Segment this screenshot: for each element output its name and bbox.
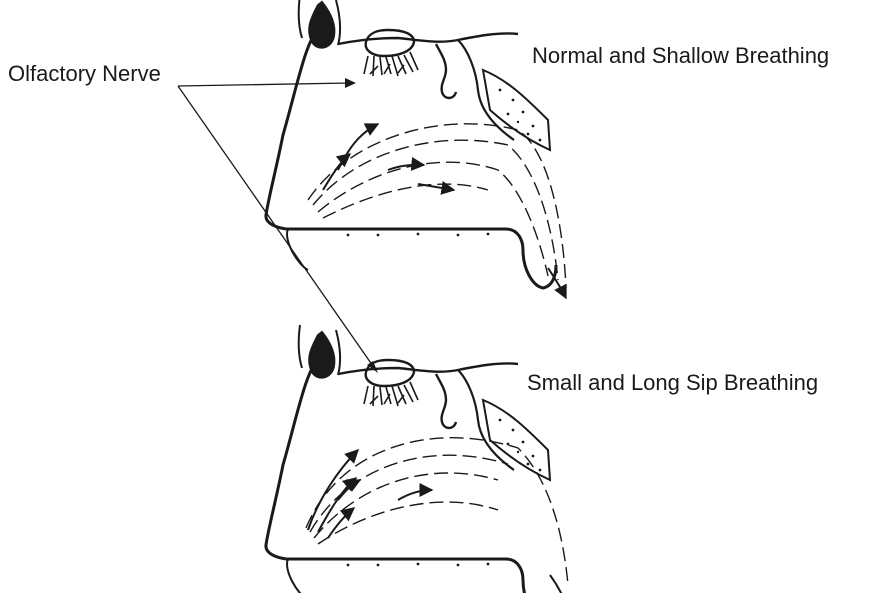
small-long-sip-breathing-caption: Small and Long Sip Breathing xyxy=(527,372,818,394)
nasal-cavity-top xyxy=(266,0,566,298)
olfactory-leader-arrowheads xyxy=(345,78,378,373)
normal-shallow-breathing-caption: Normal and Shallow Breathing xyxy=(532,45,829,67)
olfactory-nerve-label: Olfactory Nerve xyxy=(8,63,161,85)
nasal-cavity-bottom xyxy=(266,325,568,593)
